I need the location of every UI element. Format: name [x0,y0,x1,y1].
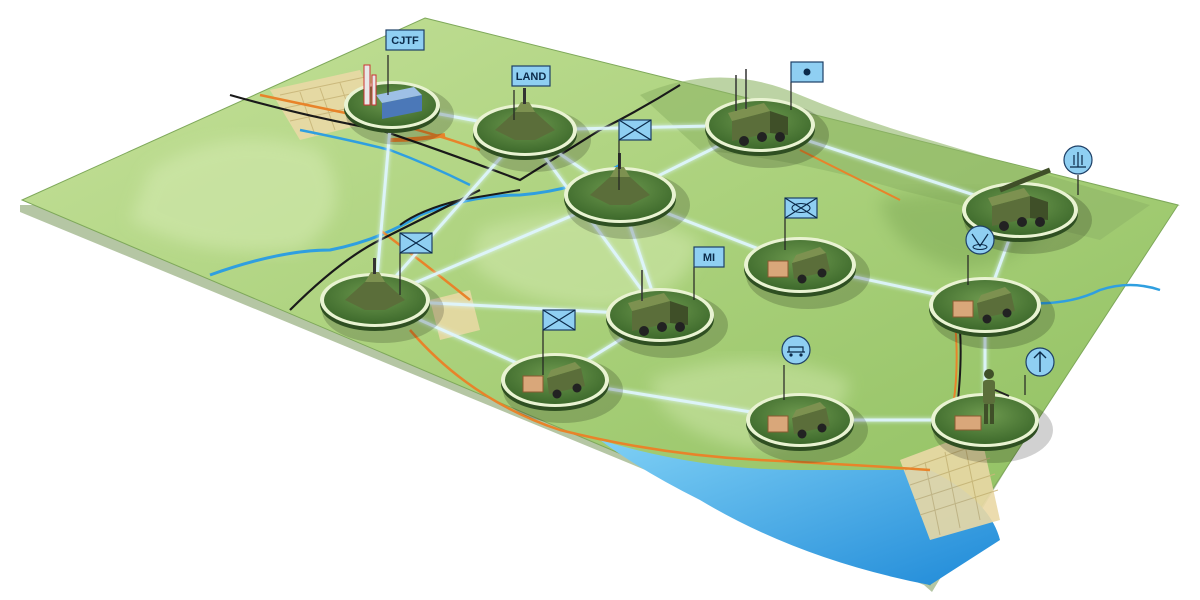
river [209,163,621,277]
node-signal [705,69,829,168]
infantry-symbol-icon [618,119,652,141]
terrain-map [20,17,1180,592]
node-armored-east [929,277,1055,349]
sea [600,440,1000,585]
recon-symbol-icon [787,346,805,353]
flag-land: LAND [511,65,551,120]
node-cjtf [344,64,454,145]
flag-artillery [1063,145,1093,195]
artillery-truck-icon [988,167,1051,231]
flag-cjtf: CJTF [385,29,425,95]
armor-symbol-icon [971,233,989,248]
border-line [229,84,681,182]
node-armored [744,237,870,309]
dot-symbol-icon [803,68,811,76]
node-mi [606,270,728,358]
urban-area-southeast [900,430,1000,540]
node-land [473,88,591,172]
flag-mi: MI [693,246,725,300]
comms-truck-icon [728,69,788,146]
flag-center [618,119,652,190]
flag-soldier [1024,347,1055,395]
tent-command-icon [590,153,650,205]
armored-vehicle-icon [767,247,830,284]
flag-label-land: LAND [516,71,547,83]
infantry-symbol-icon [784,197,818,219]
node-south [746,393,868,463]
nodes-layer [320,64,1092,463]
node-southwest [501,353,623,423]
flag-armored-east [965,225,995,285]
node-center [564,153,690,239]
node-west [320,258,444,343]
infantry-symbol-icon [542,309,576,331]
flag-signal [790,61,824,110]
field-camp-icon [495,88,555,140]
headquarters-tower-icon [363,64,422,119]
flag-armored [784,197,818,250]
arrow-up-icon [1033,351,1047,372]
node-artillery [962,167,1092,254]
artillery-symbol-icon [1070,152,1086,168]
link [373,104,394,301]
flag-southwest [542,309,576,375]
armor-symbol-icon [791,202,811,214]
infantry-symbol-icon [399,232,433,254]
armored-vehicle-icon [952,287,1015,324]
node-soldier [931,369,1053,463]
radar-truck-icon [628,270,688,336]
jeep-icon [522,362,585,399]
shelter-icon [345,258,405,310]
dismounted-soldier-icon [954,369,1010,431]
jeep-icon [767,402,830,439]
flag-label-cjtf: CJTF [391,35,419,47]
flags-layer: CJTF LAND [385,29,1093,400]
flag-west [399,232,433,295]
flag-label-mi: MI [703,252,715,264]
flag-south [781,335,811,400]
